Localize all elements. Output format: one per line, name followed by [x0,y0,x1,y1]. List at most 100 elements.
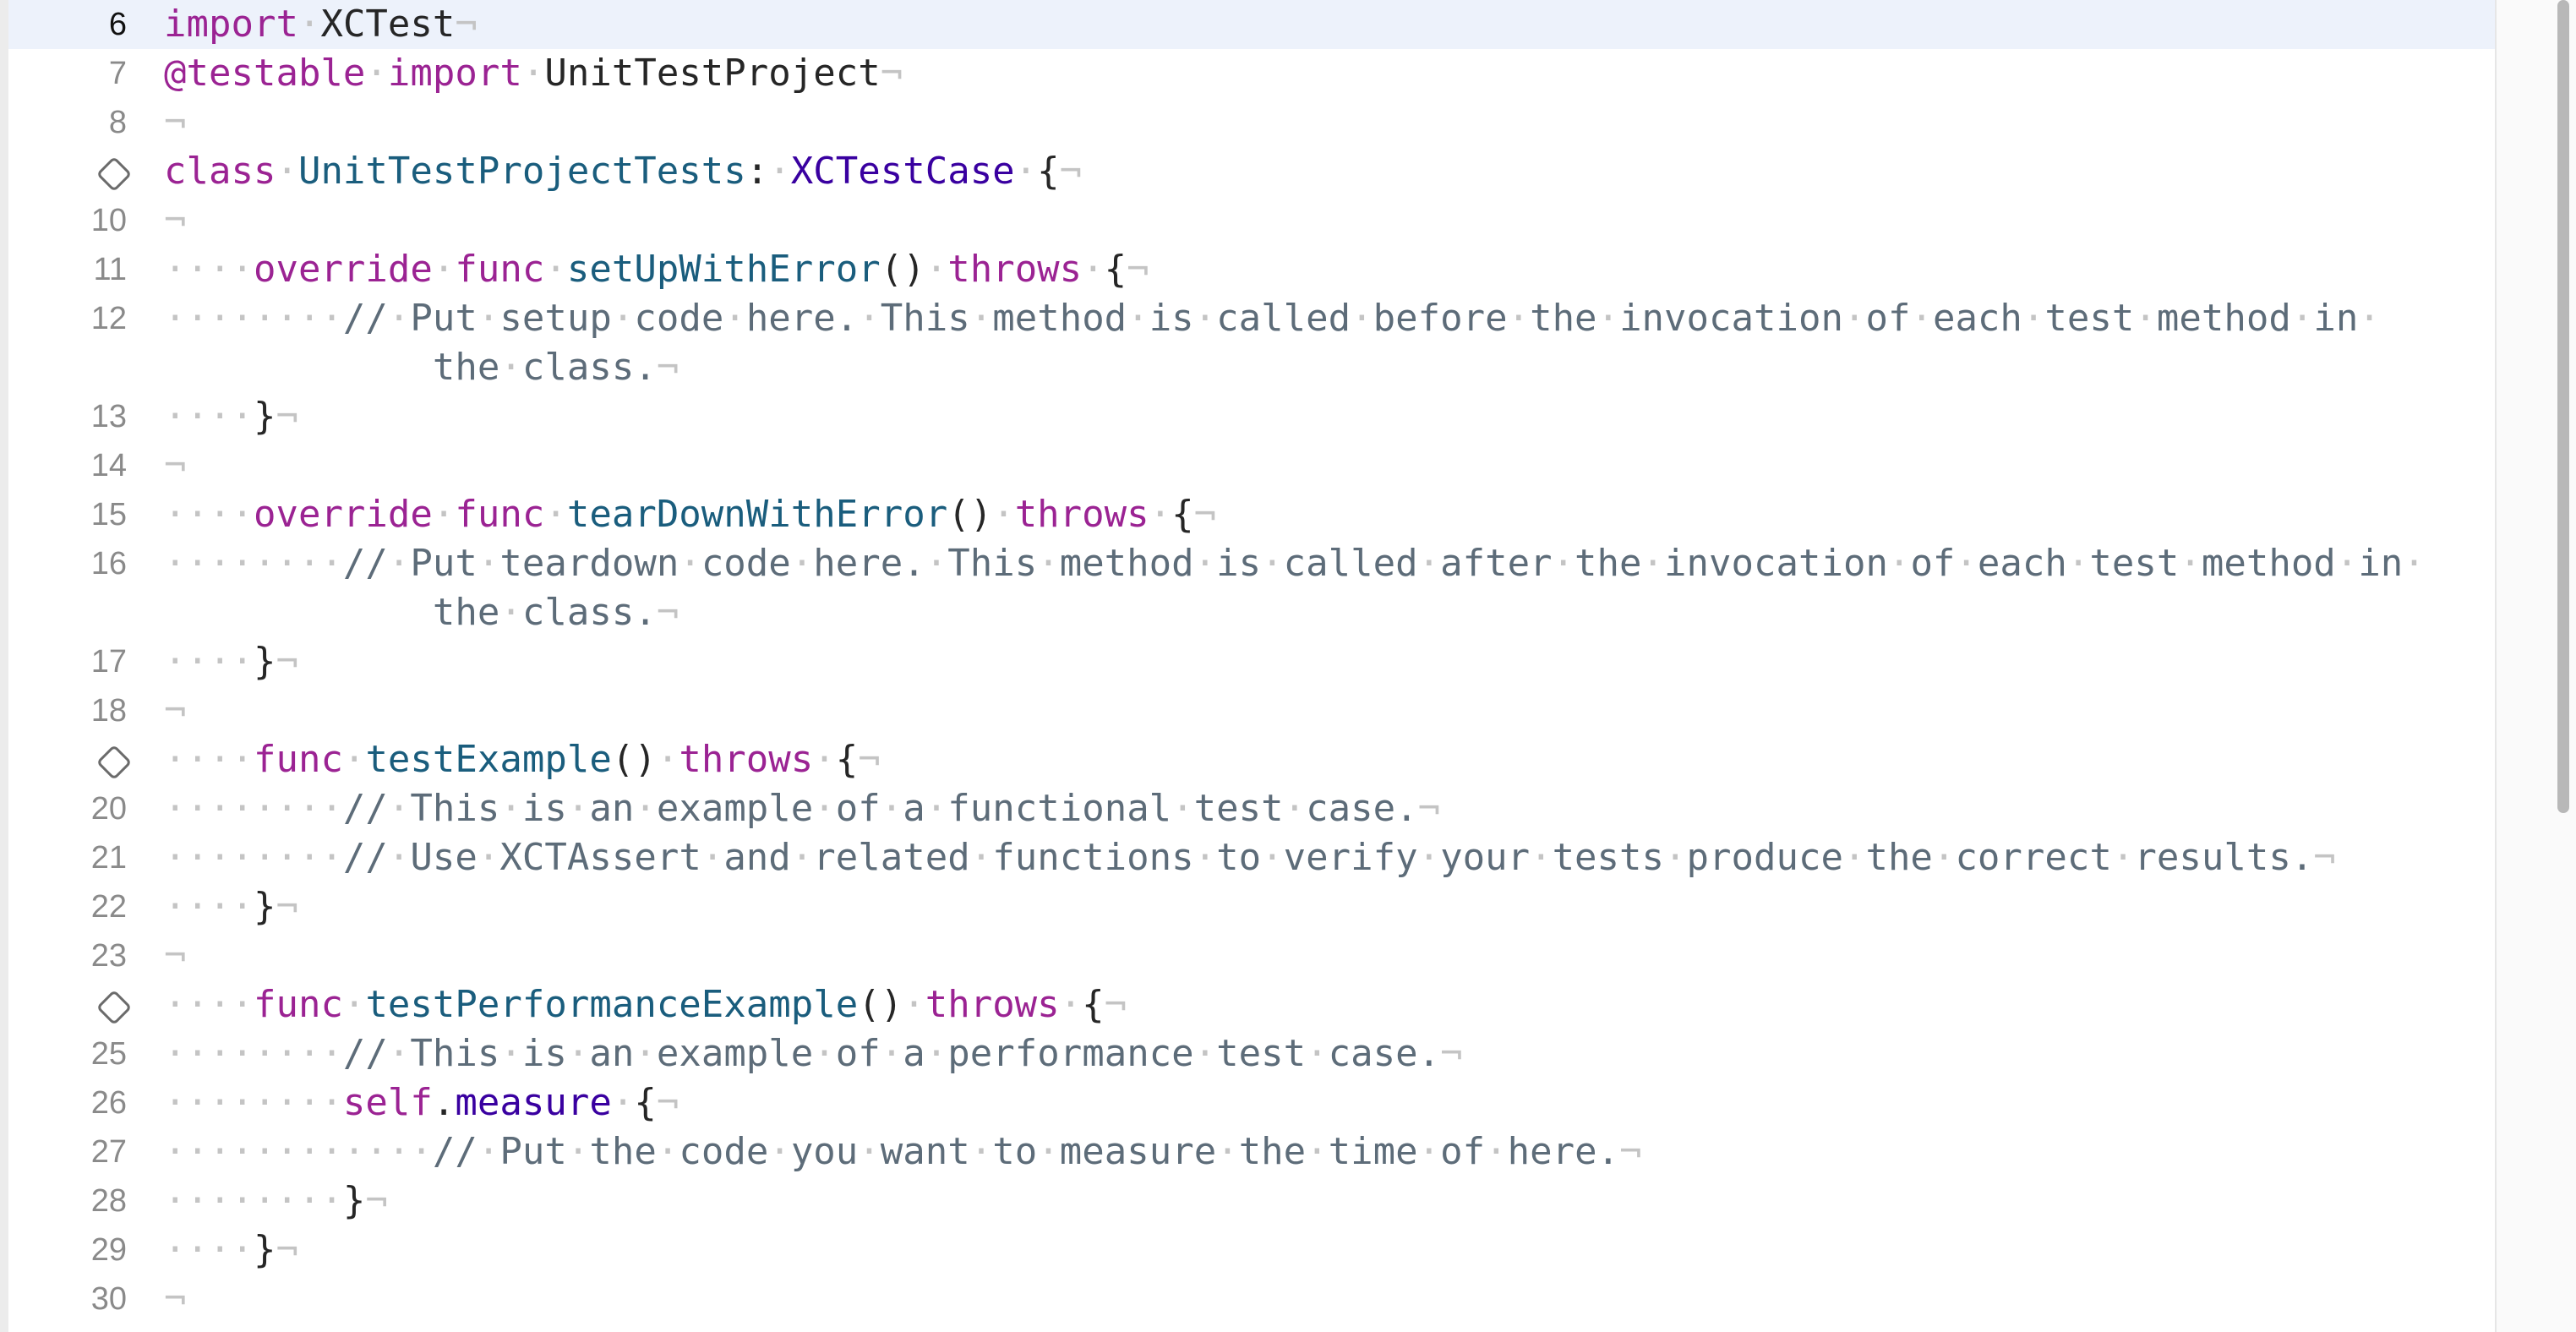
code-line[interactable]: 22····}¬ [8,882,2495,931]
code-text[interactable]: ¬ [164,441,187,490]
code-line[interactable]: 21········//·Use·XCTAssert·and·related·f… [8,833,2495,882]
code-token: ¬ [276,640,298,683]
code-token: the [432,591,500,634]
code-line[interactable]: 25········//·This·is·an·example·of·a·per… [8,1029,2495,1078]
code-text[interactable]: ····func·testExample()·throws·{¬ [164,735,881,784]
code-line[interactable]: 28········}¬ [8,1176,2495,1226]
code-line[interactable]: the·class.¬ [8,588,2495,637]
code-text[interactable]: ····}¬ [164,1226,298,1275]
code-token: { [1082,983,1105,1026]
code-token: · [499,591,522,634]
code-token: ¬ [1193,493,1217,536]
run-test-diamond-icon[interactable] [96,156,133,193]
line-number: 30 [90,1281,127,1317]
code-line[interactable]: ····func·testExample()·throws·{¬ [8,735,2495,784]
code-token: ¬ [276,395,298,438]
code-text[interactable]: ····override·func·setUpWithError()·throw… [164,245,1149,294]
code-token: ¬ [858,738,881,781]
code-line[interactable]: 7@testable·import·UnitTestProject¬ [8,49,2495,98]
code-token: ········ [164,1032,343,1075]
code-token: correct [1955,836,2112,879]
code-text[interactable]: ····override·func·tearDownWithError()·th… [164,490,1216,539]
code-line[interactable]: 23¬ [8,931,2495,980]
code-text[interactable]: ············//·Put·the·code·you·want·to·… [164,1127,1642,1176]
code-line[interactable]: 17····}¬ [8,637,2495,686]
code-text[interactable]: ········self.measure·{¬ [164,1078,679,1127]
code-token: // [342,297,388,340]
code-text[interactable]: ¬ [164,196,187,245]
code-line[interactable]: 14¬ [8,441,2495,490]
code-token: Put [410,542,478,585]
code-text[interactable]: ········}¬ [164,1176,388,1226]
code-token: ········ [164,1081,343,1124]
scrollbar-thumb[interactable] [2557,0,2569,813]
code-text[interactable]: ¬ [164,1275,187,1324]
code-token: test [1193,787,1284,830]
code-line[interactable]: 13····}¬ [8,392,2495,441]
code-token: related [813,836,970,879]
code-text[interactable]: the·class.¬ [164,588,679,637]
code-line[interactable]: class·UnitTestProjectTests:·XCTestCase·{… [8,147,2495,196]
code-token: } [253,640,276,683]
code-text[interactable]: class·UnitTestProjectTests:·XCTestCase·{… [164,147,1082,196]
code-token: func [253,983,343,1026]
code-token: is [1216,542,1262,585]
code-token: · [1842,836,1866,879]
code-token: · [1530,836,1553,879]
code-line[interactable]: 27············//·Put·the·code·you·want·t… [8,1127,2495,1176]
code-text[interactable]: ¬ [164,98,187,147]
code-text[interactable]: ····}¬ [164,637,298,686]
code-line[interactable]: 20········//·This·is·an·example·of·a·fun… [8,784,2495,833]
code-text[interactable]: ¬ [164,686,187,735]
code-token: override [253,248,433,291]
code-line[interactable]: 10¬ [8,196,2495,245]
code-line[interactable]: 30 ¬ [8,1275,2495,1324]
code-token: setUpWithError [566,248,881,291]
code-text[interactable]: ········//·This·is·an·example·of·a·perfo… [164,1029,1463,1078]
code-text[interactable]: ¬ [164,931,187,980]
code-text[interactable]: ····}¬ [164,392,298,441]
code-line[interactable]: 26 ········self.measure·{¬ [8,1078,2495,1127]
code-token: throws [1014,493,1149,536]
code-text[interactable]: ········//·Put·teardown·code·here.·This·… [164,539,2426,588]
code-token: the [1865,836,1933,879]
code-token: and [723,836,791,879]
code-text[interactable]: ········//·Use·XCTAssert·and·related·fun… [164,833,2336,882]
code-token: This [880,297,970,340]
code-token: · [1507,297,1531,340]
code-text[interactable]: ········//·This·is·an·example·of·a·funct… [164,784,1440,833]
run-test-diamond-icon[interactable] [96,744,133,781]
code-token: · [1216,1130,1239,1173]
code-token: · [656,1130,679,1173]
code-line[interactable]: 15····override·func·tearDownWithError()·… [8,490,2495,539]
code-text[interactable]: ····}¬ [164,882,298,931]
code-token: the [432,346,500,389]
code-text[interactable]: import·XCTest¬ [164,0,478,49]
code-text[interactable]: the·class.¬ [164,343,679,392]
line-number: 6 [108,7,127,42]
code-text[interactable]: ····func·testPerformanceExample()·throws… [164,980,1127,1029]
code-line[interactable]: the·class.¬ [8,343,2495,392]
code-token: This [947,542,1038,585]
code-line-current[interactable]: 6 import·XCTest¬ [8,0,2495,49]
line-number: 26 [90,1085,127,1121]
code-line[interactable]: 12········//·Put·setup·code·here.·This·m… [8,294,2495,343]
code-token: · [903,983,925,1026]
code-token: ········ [164,836,343,879]
line-number: 8 [108,105,127,140]
code-line[interactable]: 11····override·func·setUpWithError()·thr… [8,245,2495,294]
code-token: ···· [164,738,254,781]
code-token: to [992,1130,1038,1173]
code-text[interactable]: @testable·import·UnitTestProject¬ [164,49,903,98]
code-token: · [2134,297,2157,340]
code-line[interactable]: 29····}¬ [8,1226,2495,1275]
code-line[interactable]: 16········//·Put·teardown·code·here.·Thi… [8,539,2495,588]
code-line[interactable]: 8¬ [8,98,2495,147]
run-test-diamond-icon[interactable] [96,989,133,1026]
code-token: ¬ [1619,1130,1642,1173]
code-line[interactable]: 18¬ [8,686,2495,735]
code-line[interactable]: ····func·testPerformanceExample()·throws… [8,980,2495,1029]
code-token: · [1552,542,1575,585]
code-text[interactable]: ········//·Put·setup·code·here.·This·met… [164,294,2381,343]
